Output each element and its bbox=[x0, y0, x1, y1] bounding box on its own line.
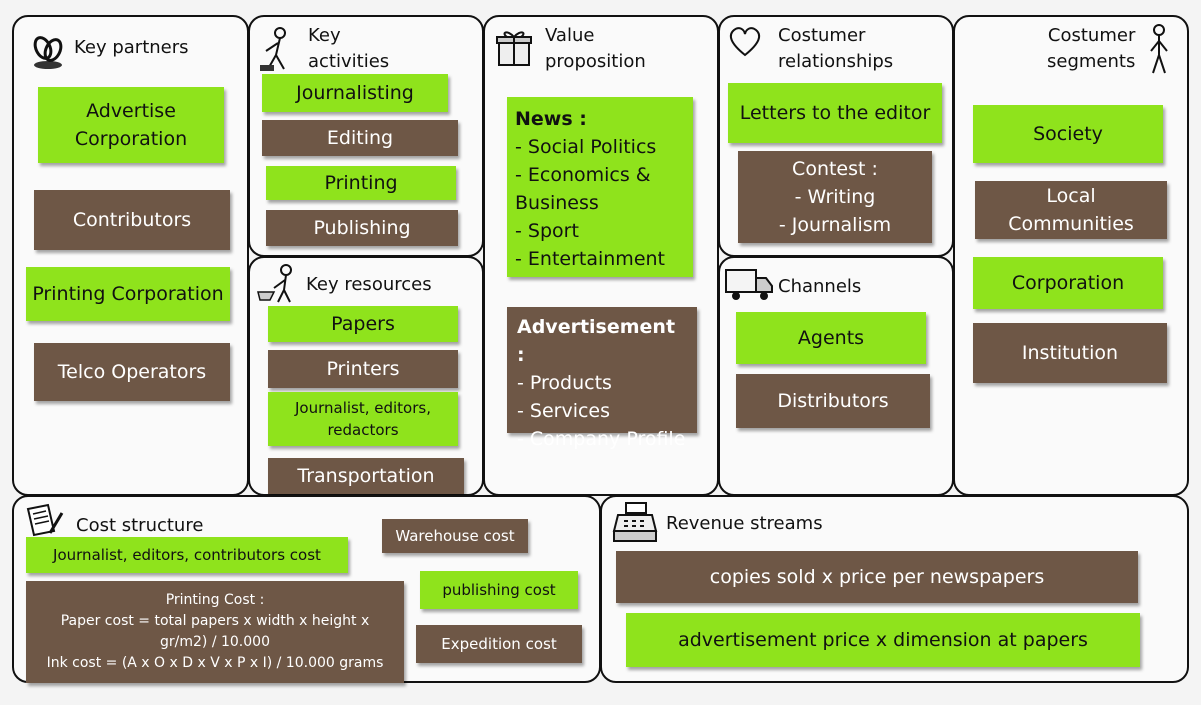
revenue-streams-panel: Revenue streams copies sold x price per … bbox=[600, 495, 1189, 683]
cash-register-icon bbox=[612, 502, 658, 542]
chain-link-icon bbox=[33, 36, 63, 69]
value-advertisement-note: Advertisement : - Products - Services - … bbox=[507, 307, 697, 450]
key-resources-panel: Key resources Papers Printers Journalist… bbox=[248, 256, 484, 496]
value-proposition-title: Value proposition bbox=[545, 25, 646, 72]
value-news-heading: News : bbox=[515, 108, 587, 130]
key-partners-title: Key partners bbox=[74, 37, 189, 58]
segment-local-communities: Local Communities bbox=[975, 181, 1167, 239]
cost-printing: Printing Cost : Paper cost = total paper… bbox=[26, 581, 404, 683]
value-news-note: News : - Social Politics - Economics & B… bbox=[507, 97, 693, 277]
key-activities-title: Key activities bbox=[308, 25, 390, 72]
activity-printing: Printing bbox=[266, 166, 456, 200]
resource-transportation: Transportation bbox=[268, 458, 464, 494]
partner-advertise-corporation: Advertise Corporation bbox=[38, 87, 224, 163]
activity-editing: Editing bbox=[262, 120, 458, 156]
revenue-streams-title: Revenue streams bbox=[666, 513, 823, 534]
resource-journalists: Journalist, editors, redactors bbox=[268, 392, 458, 446]
customer-relationships-title: Costumer relationships bbox=[778, 25, 894, 72]
customer-segments-title: Costumer segments bbox=[1047, 25, 1136, 72]
resource-printers: Printers bbox=[268, 350, 458, 388]
partner-contributors: Contributors bbox=[34, 190, 230, 250]
person-icon bbox=[1150, 24, 1168, 74]
segment-corporation: Corporation bbox=[973, 257, 1163, 309]
customer-segments-panel: Costumer segments Society Local Communit… bbox=[953, 15, 1189, 496]
revenue-advertisement: advertisement price x dimension at paper… bbox=[626, 613, 1140, 667]
revenue-copies-sold: copies sold x price per newspapers bbox=[616, 551, 1138, 603]
segment-society: Society bbox=[973, 105, 1163, 163]
value-news-items: - Social Politics - Economics & Business… bbox=[515, 136, 665, 270]
resource-papers: Papers bbox=[268, 306, 458, 342]
cost-expedition: Expedition cost bbox=[416, 625, 582, 663]
key-activities-panel: Key activities Journalisting Editing Pri… bbox=[248, 15, 484, 257]
delivery-truck-icon bbox=[725, 269, 773, 300]
cost-structure-panel: Cost structure Journalist, editors, cont… bbox=[12, 495, 601, 683]
cost-structure-title: Cost structure bbox=[76, 515, 204, 536]
gift-box-icon bbox=[496, 31, 532, 66]
relationship-letters-to-editor: Letters to the editor bbox=[728, 83, 942, 143]
channel-distributors: Distributors bbox=[736, 374, 930, 428]
cost-publishing: publishing cost bbox=[420, 571, 578, 609]
value-ads-heading: Advertisement : bbox=[517, 316, 676, 366]
value-proposition-panel: Value proposition News : - Social Politi… bbox=[483, 15, 719, 496]
partner-telco-operators: Telco Operators bbox=[34, 343, 230, 401]
cost-journalists: Journalist, editors, contributors cost bbox=[26, 537, 348, 573]
channel-agents: Agents bbox=[736, 312, 926, 364]
activity-publishing: Publishing bbox=[266, 210, 458, 246]
heart-icon bbox=[729, 27, 761, 57]
value-ads-items: - Products - Services - Company Profile bbox=[517, 372, 686, 450]
key-resources-title: Key resources bbox=[306, 274, 432, 295]
worker-pushing-cart-icon bbox=[260, 27, 286, 71]
channels-title: Channels bbox=[778, 276, 862, 297]
cost-warehouse: Warehouse cost bbox=[382, 519, 528, 553]
activity-journalisting: Journalisting bbox=[262, 74, 448, 112]
customer-relationships-panel: Costumer relationships Letters to the ed… bbox=[718, 15, 954, 257]
worker-with-wheelbarrow-icon bbox=[257, 264, 292, 303]
channels-panel: Channels Agents Distributors bbox=[718, 256, 954, 496]
relationship-contest: Contest : - Writing - Journalism bbox=[738, 151, 932, 243]
segment-institution: Institution bbox=[973, 323, 1167, 383]
document-pen-icon bbox=[26, 503, 64, 537]
key-partners-panel: Key partners Advertise Corporation Contr… bbox=[12, 15, 249, 496]
partner-printing-corporation: Printing Corporation bbox=[26, 267, 230, 321]
